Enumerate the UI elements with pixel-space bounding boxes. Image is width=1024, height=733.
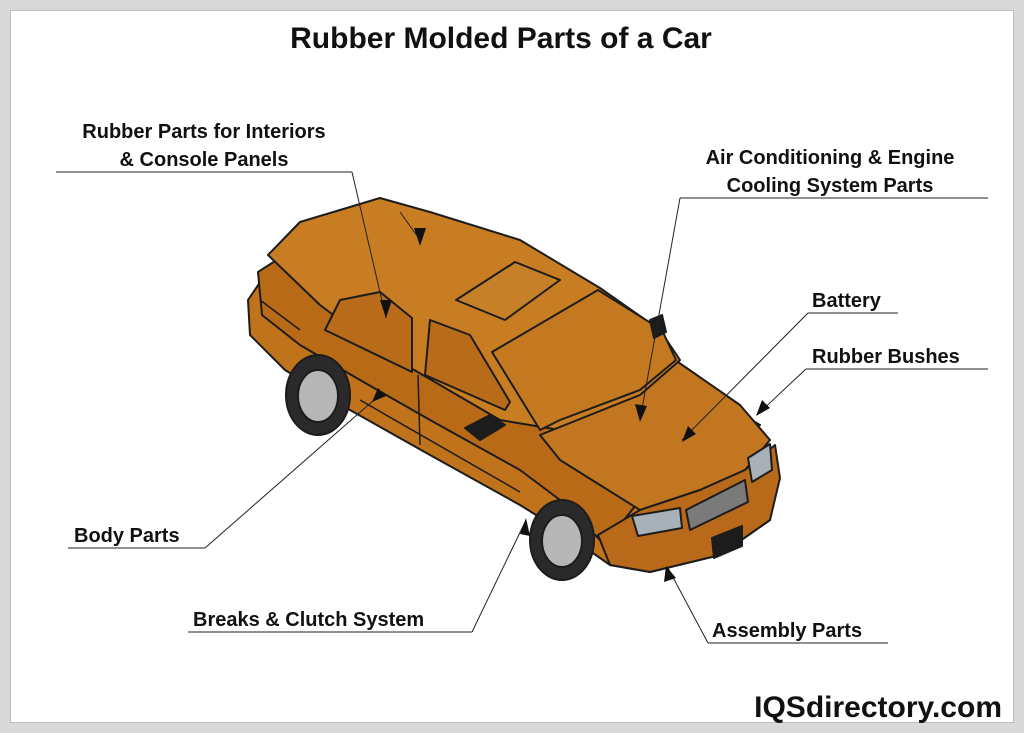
- arrowhead-roof: [414, 228, 426, 246]
- car-side-mirror: [464, 414, 506, 441]
- car-crease: [359, 399, 521, 493]
- car-windshield: [491, 289, 677, 431]
- label-assembly: Assembly Parts: [712, 620, 863, 642]
- diagram-title: Rubber Molded Parts of a Car: [290, 22, 712, 55]
- arrowhead-assembly: [664, 566, 676, 582]
- car-sunroof: [455, 261, 561, 321]
- car-license-plate: [711, 525, 743, 559]
- label-interiors-line1: Rubber Parts for Interiors: [82, 121, 326, 143]
- arrowheads: [372, 228, 770, 582]
- arrowhead-battery: [682, 426, 696, 442]
- label-battery: Battery: [812, 290, 881, 312]
- arrowhead-interiors: [380, 300, 392, 318]
- leader-assembly: [667, 567, 709, 644]
- arrowhead-body: [372, 388, 386, 402]
- car-headlight-left: [631, 507, 683, 537]
- car-headlight-right: [747, 443, 773, 483]
- car-door-line: [417, 374, 421, 446]
- label-ac-line2: Cooling System Parts: [726, 175, 934, 197]
- label-bushes: Rubber Bushes: [812, 346, 960, 368]
- car-front-rim: [541, 514, 583, 568]
- label-interiors-line2: & Console Panels: [119, 149, 289, 171]
- car-rear-window: [324, 291, 413, 373]
- leader-breaks: [471, 519, 527, 633]
- car-rear-rim: [297, 369, 339, 423]
- car-illustration: [247, 197, 781, 581]
- car-trunk-line: [259, 299, 301, 331]
- label-body-parts: Body Parts: [74, 525, 180, 547]
- leader-body: [204, 399, 375, 549]
- leader-ac: [639, 197, 681, 421]
- label-breaks-clutch: Breaks & Clutch System: [193, 609, 425, 631]
- car-front-window: [424, 319, 511, 411]
- car-right-mirror: [649, 314, 667, 339]
- leader-battery: [681, 312, 809, 441]
- leader-interiors: [351, 171, 387, 319]
- arrowhead-bushes: [756, 400, 770, 416]
- car-grille: [685, 479, 749, 531]
- arrowhead-ac: [635, 404, 647, 422]
- leader-lines: [56, 171, 988, 644]
- arrowhead-breaks: [520, 518, 530, 536]
- leader-roof: [399, 211, 421, 241]
- brand-logo-text: IQSdirectory.com: [754, 691, 1002, 724]
- label-ac-line1: Air Conditioning & Engine: [705, 147, 955, 169]
- label-interiors: Rubber Parts for Interiors & Console Pan…: [56, 118, 352, 174]
- label-ac: Air Conditioning & Engine Cooling System…: [676, 144, 984, 200]
